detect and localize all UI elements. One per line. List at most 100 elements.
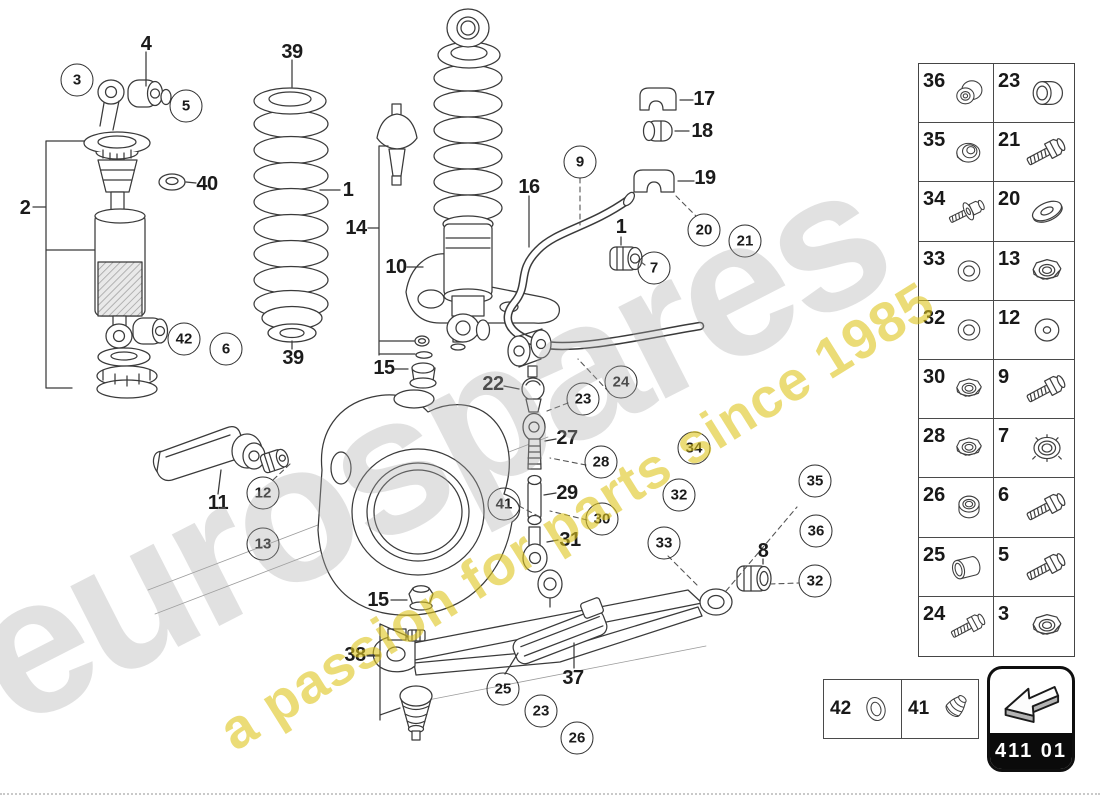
- part-cell-3[interactable]: 3: [994, 597, 1074, 656]
- part-cell-7[interactable]: 7: [994, 419, 1074, 479]
- callout-12[interactable]: 12: [246, 476, 280, 510]
- callout-6[interactable]: 6: [209, 332, 243, 366]
- part-number: 7: [998, 425, 1010, 448]
- part-cell-28[interactable]: 28: [919, 419, 994, 479]
- large-washer-icon: [1021, 188, 1073, 234]
- callout-18[interactable]: 18: [691, 120, 713, 142]
- return-arrow-icon: [990, 669, 1072, 733]
- part-number: 21: [998, 129, 1021, 152]
- callout-5[interactable]: 5: [169, 89, 203, 123]
- callout-1[interactable]: 1: [342, 179, 354, 201]
- lock-nut-icon: [946, 484, 992, 530]
- callout-32[interactable]: 32: [662, 478, 696, 512]
- part-cell-25[interactable]: 25: [919, 537, 994, 597]
- diagram-nav-badge[interactable]: 411 01: [987, 666, 1075, 772]
- callout-26[interactable]: 26: [560, 721, 594, 755]
- hex-nut-icon: [1021, 603, 1073, 649]
- part-cell-23[interactable]: 23: [994, 64, 1074, 124]
- disc-washer-icon: [1021, 307, 1073, 353]
- part-cell-26[interactable]: 26: [919, 478, 994, 538]
- callout-22[interactable]: 22: [482, 373, 504, 395]
- part-cell-12[interactable]: 12: [994, 301, 1074, 360]
- callout-27[interactable]: 27: [556, 427, 578, 449]
- callout-4[interactable]: 4: [140, 33, 152, 55]
- diagram-code: 411 01: [990, 733, 1072, 769]
- callout-41[interactable]: 41: [487, 487, 521, 521]
- callout-28[interactable]: 28: [584, 445, 618, 479]
- part-number: 26: [923, 484, 946, 507]
- part-cell-21[interactable]: 21: [994, 123, 1074, 183]
- part-cell-20[interactable]: 20: [994, 182, 1074, 242]
- part-cell-30[interactable]: 30: [919, 360, 994, 420]
- callout-1[interactable]: 1: [615, 216, 627, 238]
- callout-25[interactable]: 25: [486, 672, 520, 706]
- rubber-buffer-icon: [932, 686, 976, 732]
- callout-39[interactable]: 39: [281, 41, 303, 63]
- callout-39[interactable]: 39: [282, 347, 304, 369]
- callout-24[interactable]: 24: [604, 365, 638, 399]
- part-number: 34: [923, 188, 946, 211]
- part-cell-33[interactable]: 33: [919, 241, 994, 301]
- page-bottom-border: [0, 793, 1100, 795]
- part-number: 42: [830, 698, 852, 719]
- callout-35[interactable]: 35: [798, 464, 832, 498]
- callout-32[interactable]: 32: [798, 564, 832, 598]
- callout-15[interactable]: 15: [367, 589, 389, 611]
- part-cell-24[interactable]: 24: [919, 596, 994, 656]
- callout-15[interactable]: 15: [373, 357, 395, 379]
- part-number: 35: [923, 129, 946, 152]
- seal-ring-icon: [854, 686, 898, 732]
- flat-washer-icon: [946, 307, 992, 353]
- part-cell-35[interactable]: 35: [919, 123, 994, 183]
- callout-2[interactable]: 2: [19, 197, 31, 219]
- part-cell-5[interactable]: 5: [994, 538, 1074, 597]
- callout-33[interactable]: 33: [647, 526, 681, 560]
- part-cell-6[interactable]: 6: [994, 478, 1074, 538]
- part-number: 25: [923, 543, 946, 566]
- callout-8[interactable]: 8: [757, 540, 769, 562]
- flat-washer-icon: [946, 248, 992, 294]
- callout-19[interactable]: 19: [694, 167, 716, 189]
- callout-40[interactable]: 40: [196, 173, 218, 195]
- part-number: 9: [998, 366, 1010, 388]
- callout-38[interactable]: 38: [344, 644, 366, 666]
- callout-9[interactable]: 9: [563, 145, 597, 179]
- callout-21[interactable]: 21: [728, 224, 762, 258]
- callout-3[interactable]: 3: [60, 63, 94, 97]
- part-cell-36[interactable]: 36: [919, 64, 994, 124]
- part-number: 30: [923, 366, 946, 388]
- callout-31[interactable]: 31: [559, 529, 581, 551]
- callout-17[interactable]: 17: [693, 88, 715, 110]
- part-cell-9[interactable]: 9: [994, 360, 1074, 420]
- part-cell-32[interactable]: 32: [919, 300, 994, 360]
- callout-34[interactable]: 34: [677, 431, 711, 465]
- flange-nut-icon: [1021, 425, 1073, 471]
- callout-14[interactable]: 14: [345, 217, 367, 239]
- callout-10[interactable]: 10: [385, 256, 407, 278]
- part-number: 36: [923, 70, 946, 92]
- callout-30[interactable]: 30: [585, 502, 619, 536]
- callout-23[interactable]: 23: [524, 694, 558, 728]
- part-cell-42[interactable]: 42: [824, 680, 901, 738]
- callout-7[interactable]: 7: [637, 251, 671, 285]
- part-number: 12: [998, 306, 1021, 329]
- part-number: 24: [923, 602, 946, 625]
- callout-37[interactable]: 37: [562, 667, 584, 689]
- part-cell-13[interactable]: 13: [994, 242, 1074, 301]
- part-cell-34[interactable]: 34: [919, 182, 994, 242]
- hex-bolt-icon: [1021, 129, 1073, 175]
- bolt-with-washer-icon: [946, 188, 992, 234]
- callout-23[interactable]: 23: [566, 382, 600, 416]
- callout-20[interactable]: 20: [687, 213, 721, 247]
- callout-36[interactable]: 36: [799, 514, 833, 548]
- callout-42[interactable]: 42: [167, 322, 201, 356]
- part-number: 33: [923, 247, 946, 270]
- part-cell-41[interactable]: 41: [901, 680, 978, 738]
- callout-16[interactable]: 16: [518, 176, 540, 198]
- callout-13[interactable]: 13: [246, 527, 280, 561]
- callout-29[interactable]: 29: [556, 482, 578, 504]
- callout-11[interactable]: 11: [207, 492, 229, 514]
